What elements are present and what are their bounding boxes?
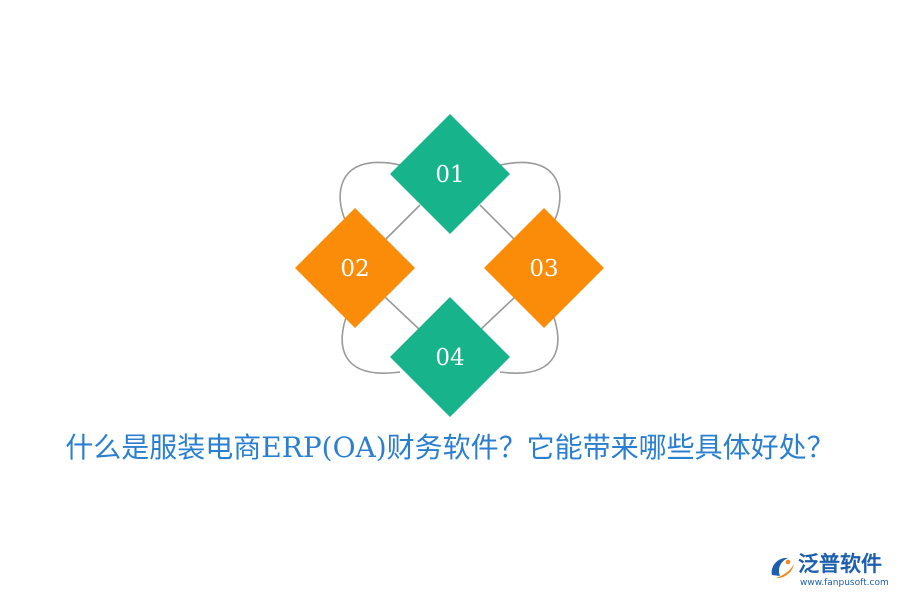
diamond-shape-04 (390, 297, 510, 417)
connector-ring (339, 161, 561, 374)
logo-swoosh-accent (776, 564, 794, 579)
logo-url: www.fanpusoft.com (800, 578, 889, 588)
connector-curve-top-right (499, 161, 561, 226)
diamond-item-02: 02 (295, 208, 415, 328)
diamond-shape-02 (295, 208, 415, 328)
diamond-label-03: 03 (529, 256, 558, 282)
diamond-item-04: 04 (390, 297, 510, 417)
diamond-label-04: 04 (435, 345, 464, 371)
connector-curve-bottom-left (341, 311, 401, 374)
connector-line-02-04 (384, 296, 421, 331)
connector-curve-top-left (339, 161, 401, 226)
diamond-item-01: 01 (390, 114, 510, 234)
brand-logo[interactable]: 泛普软件 www.fanpusoft.com (768, 550, 892, 592)
logo-swoosh (771, 557, 788, 576)
logo-dot (785, 559, 791, 565)
diamond-item-03: 03 (484, 208, 604, 328)
connector-line-03-04 (479, 296, 516, 331)
connector-line-01-03 (479, 204, 516, 241)
fanpu-logo-icon (771, 557, 794, 579)
diamond-shape-03 (484, 208, 604, 328)
page-headline: 什么是服装电商ERP(OA)财务软件？它能带来哪些具体好处？ (65, 431, 835, 464)
diamond-label-01: 01 (435, 162, 464, 188)
diamond-shape-01 (390, 114, 510, 234)
diamond-label-02: 02 (340, 256, 369, 282)
logo-name: 泛普软件 (798, 552, 882, 576)
connector-line-01-02 (384, 204, 421, 241)
connector-curve-bottom-right (499, 311, 559, 374)
